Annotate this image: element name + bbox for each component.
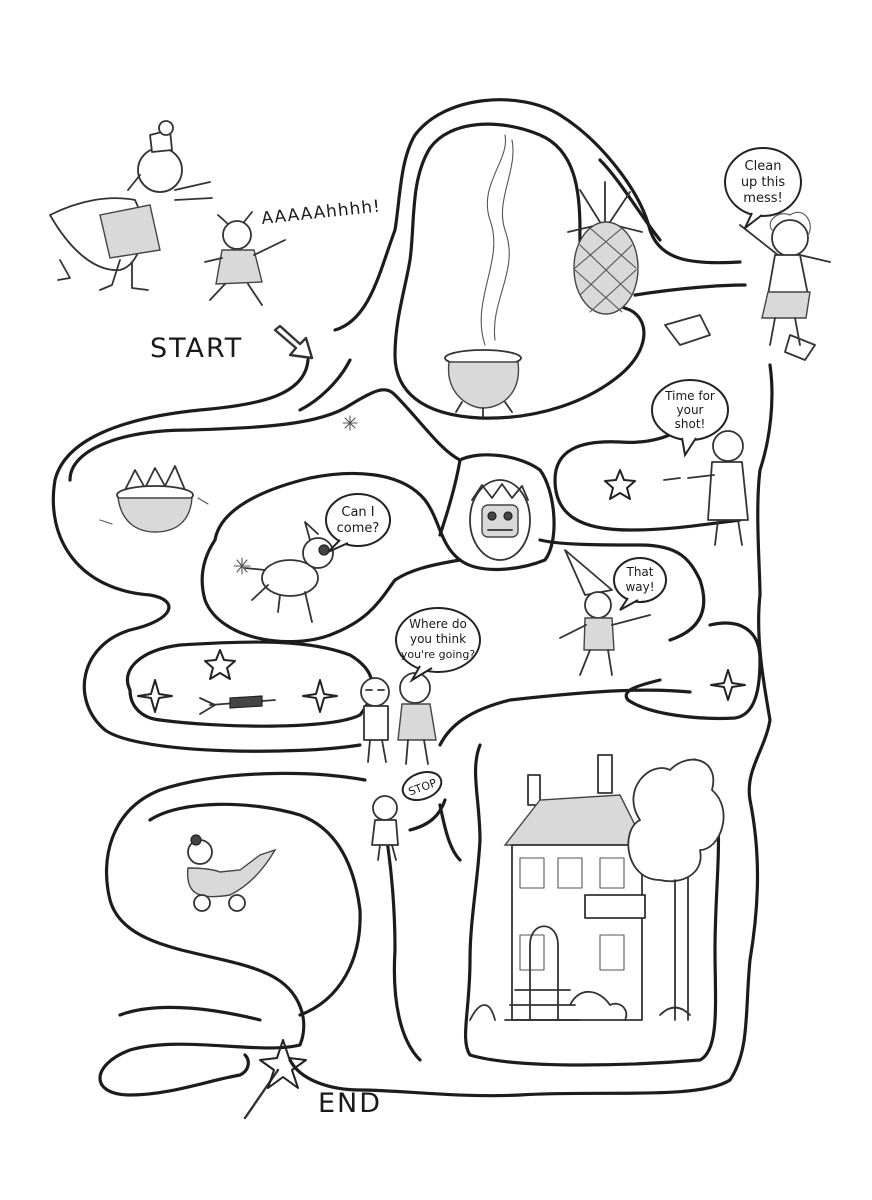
maze-wall-dart-corridor [125,640,374,728]
speech-can-i-come-line-1: Can I [341,505,374,520]
speech-bubble-shot: Time for your shot! [651,379,729,458]
star-icon [204,649,236,680]
maze-wall-start-channel [298,358,352,412]
pineapple-icon [567,181,643,315]
maze-wall-upper-right [598,158,662,242]
maze-wall-outer-right [288,363,774,1098]
dart-icon [199,695,276,715]
stop-kid-character [371,795,399,861]
maze-wall-shot-room-2 [538,538,706,642]
maze-wall-stop-passage [408,798,447,832]
maze-wall-pineapple-corridor [633,283,747,297]
gnome-character [559,549,651,676]
sparkle-icon [233,557,251,575]
basket-icon [99,465,209,533]
maze-wall-right-notch [624,621,762,720]
kids-characters [360,672,437,765]
maze-wall-cauldron-room [393,122,646,420]
speech-bubble-can-i-come: Can I come? [325,493,391,553]
end-label: END [318,1088,382,1119]
maze-wall-shot-room [553,418,742,532]
maze-wall-toy-room [148,802,362,1017]
toy-car-icon [186,834,277,912]
speech-bubble-clean-up: Clean up this mess! [724,147,802,229]
speech-shot-line-3: shot! [675,417,706,431]
speech-where-line-2: you think [410,632,466,646]
speech-where-line-1: Where do [409,617,467,631]
maze-wall-center [458,453,556,571]
monster-character [244,521,334,623]
speech-bubble-that-way: That way! [613,557,667,611]
scream-text: AAAAAhhhh! [260,197,381,229]
speech-shot-line-2: your [677,403,704,417]
decorative-stars [137,415,746,713]
speech-bubble-stop: STOP [401,770,443,802]
cauldron-icon [444,134,522,417]
speech-clean-up-line-3: mess! [743,191,782,206]
angry-lady-character [664,211,831,361]
star-icon [710,669,746,701]
magic-wand-icon [243,1039,307,1120]
star-icon [137,679,173,713]
speech-clean-up-line-1: Clean [745,159,782,174]
speech-clean-up-line-2: up this [741,175,786,190]
maze-wall-bottom-curve [118,1005,262,1022]
start-label: START [150,333,243,364]
maze-wall-outer-left-3 [438,688,692,747]
speech-that-way-line-1: That [626,565,654,579]
speech-that-way-line-2: way! [625,580,654,594]
maze-wall-house-inner-left [438,803,462,862]
star-icon [302,679,338,713]
start-arrow-icon [273,324,314,360]
screaming-girl-character [204,211,286,306]
maze-walls [51,98,774,1098]
speech-bubble-where: Where do you think you're going? [395,607,481,683]
maze-wall-house-enclosure [463,743,721,1067]
maze-wall-outer-left [333,98,742,332]
tree-icon [627,758,725,1021]
star-icon [604,469,636,500]
maze-wall-monster-room [200,471,462,644]
house-icon [469,754,647,1021]
mask-icon [469,479,531,561]
nurse-character [663,430,749,546]
maze-wall-outer-loop [98,771,367,1097]
maze-wall-outer-left-2 [51,358,362,753]
witch-character [49,120,213,291]
speech-can-i-come-line-2: come? [337,521,380,536]
speech-where-line-3: you're going? [401,648,476,661]
speech-shot-line-1: Time for [664,389,715,403]
sparkle-icon [342,415,358,431]
